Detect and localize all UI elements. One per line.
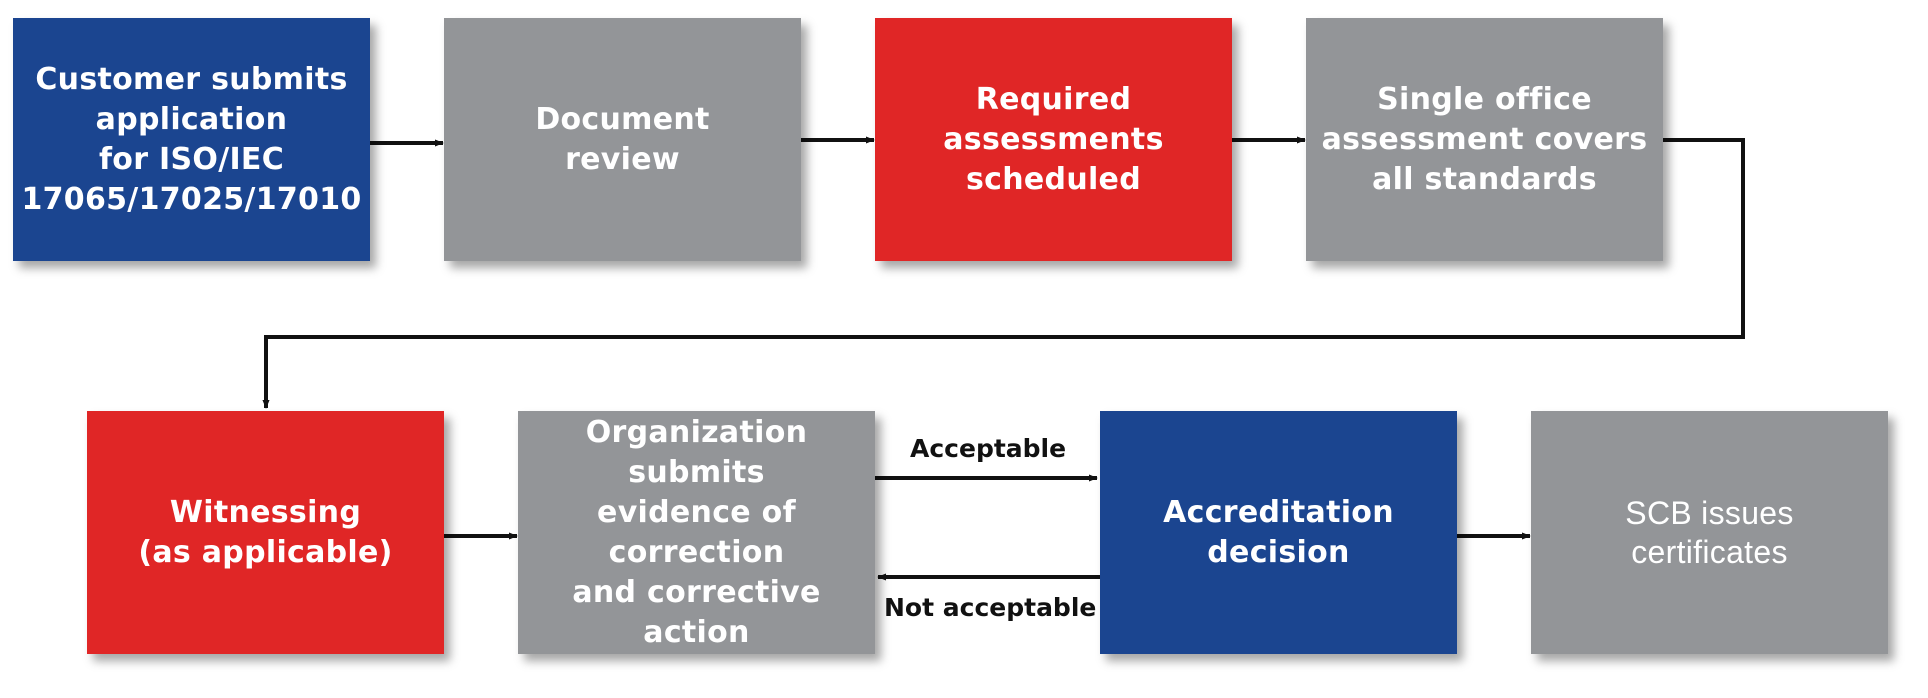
node-document-review-label: Document review bbox=[535, 101, 710, 177]
node-accreditation-decision-label: Accreditation decision bbox=[1163, 494, 1394, 570]
edge-label-acceptable: Acceptable bbox=[910, 434, 1067, 463]
node-customer-submits-application-label: Customer submits application for ISO/IEC… bbox=[21, 61, 362, 217]
node-single-office-assessment: Single office assessment covers all stan… bbox=[1306, 18, 1663, 261]
node-single-office-assessment-label: Single office assessment covers all stan… bbox=[1321, 81, 1648, 197]
arrow-n4-n5 bbox=[262, 138, 1745, 409]
node-witnessing-label: Witnessing (as applicable) bbox=[138, 494, 393, 570]
node-document-review: Document review bbox=[444, 18, 801, 261]
edge-label-not-acceptable: Not acceptable bbox=[884, 593, 1097, 622]
node-required-assessments-scheduled-label: Required assessments scheduled bbox=[943, 81, 1164, 197]
node-organization-submits-evidence-label: Organization submits evidence of correct… bbox=[572, 414, 821, 650]
node-accreditation-decision: Accreditation decision bbox=[1100, 411, 1457, 654]
node-customer-submits-application: Customer submits application for ISO/IEC… bbox=[13, 18, 370, 261]
node-scb-issues-certificates-label: SCB issues certificates bbox=[1625, 494, 1794, 570]
node-organization-submits-evidence: Organization submits evidence of correct… bbox=[518, 411, 875, 654]
node-witnessing: Witnessing (as applicable) bbox=[87, 411, 444, 654]
node-required-assessments-scheduled: Required assessments scheduled bbox=[875, 18, 1232, 261]
node-scb-issues-certificates: SCB issues certificates bbox=[1531, 411, 1888, 654]
